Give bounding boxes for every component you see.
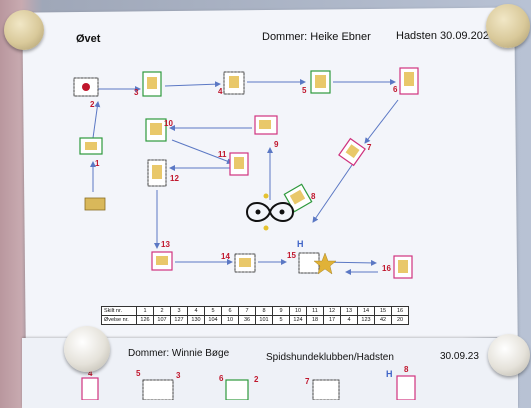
sign-number: 2 xyxy=(90,100,95,109)
row-label: Øvelse nr. xyxy=(101,315,137,325)
magnet-top-left xyxy=(4,10,44,50)
table-cell: 20 xyxy=(391,315,409,325)
table-cell: 12 xyxy=(323,306,341,316)
table-cell: 36 xyxy=(238,315,256,325)
sign-8-number: 8 xyxy=(311,192,316,201)
sign-4: 4 xyxy=(218,71,245,96)
table-cell: 6 xyxy=(221,306,239,316)
table-cell: 9 xyxy=(272,306,290,316)
table-cell: 11 xyxy=(306,306,324,316)
sign-number: 9 xyxy=(274,140,279,149)
sign-8 xyxy=(283,183,313,213)
sign-12: 12 xyxy=(147,159,179,187)
sign-14: 14 xyxy=(221,252,256,273)
table-cell: 126 xyxy=(136,315,154,325)
magnet-top-right xyxy=(486,4,530,48)
table-cell: 4 xyxy=(187,306,205,316)
svg-text:7: 7 xyxy=(305,377,310,386)
table-cell: 127 xyxy=(170,315,188,325)
table-cell: 4 xyxy=(340,315,358,325)
table-cell: 2 xyxy=(153,306,171,316)
sign-number: 3 xyxy=(134,88,139,97)
sign-15: 15 xyxy=(287,251,337,275)
svg-text:2: 2 xyxy=(254,375,259,384)
sign-6: 6 xyxy=(393,67,419,95)
second-sheet-signs: 4 5 3 6 2 7 8 H xyxy=(81,365,416,400)
sign-number: 6 xyxy=(393,85,398,94)
table-cell: 5 xyxy=(272,315,290,325)
svg-text:6: 6 xyxy=(219,374,224,383)
table-cell: 5 xyxy=(204,306,222,316)
sign-number: 12 xyxy=(170,174,179,183)
sign-number: 11 xyxy=(218,150,227,159)
sign-3: 3 xyxy=(134,71,162,97)
table-cell: 124 xyxy=(289,315,307,325)
place-date: Hadsten 30.09.2023 xyxy=(396,30,496,42)
table-row: Øvelse nr. 126 107 127 130 104 10 36 101… xyxy=(101,315,409,325)
table-row: Skilt nr. 1 2 3 4 5 6 7 8 9 10 11 12 13 … xyxy=(101,306,409,316)
table-cell: 14 xyxy=(357,306,375,316)
svg-text:8: 8 xyxy=(404,365,409,374)
sign-9: 9 xyxy=(254,115,279,149)
sign-number: 5 xyxy=(302,86,307,95)
course-arrows xyxy=(90,79,399,275)
table-cell: 42 xyxy=(374,315,392,325)
table-cell: 13 xyxy=(340,306,358,316)
start-marker: H xyxy=(297,239,304,249)
sign-7-number: 7 xyxy=(367,143,372,152)
table-cell: 130 xyxy=(187,315,205,325)
row-label: Skilt nr. xyxy=(101,306,137,316)
svg-text:H: H xyxy=(386,369,393,379)
sign-11: 11 xyxy=(218,150,249,176)
score-table: Skilt nr. 1 2 3 4 5 6 7 8 9 10 11 12 13 … xyxy=(101,306,409,325)
sign-number: 4 xyxy=(218,87,223,96)
sign-number: 1 xyxy=(95,159,100,168)
level-heading: Øvet xyxy=(76,33,101,45)
table-cell: 18 xyxy=(306,315,324,325)
sign-10: 10 xyxy=(145,118,173,142)
judge-name: Dommer: Heike Ebner xyxy=(262,31,371,43)
table-cell: 8 xyxy=(255,306,273,316)
magnet-bottom-left xyxy=(64,326,110,372)
sign-13: 13 xyxy=(151,240,173,271)
sign-number: 16 xyxy=(382,264,391,273)
table-cell: 123 xyxy=(357,315,375,325)
table-cell: 107 xyxy=(153,315,171,325)
sign-number: 13 xyxy=(161,240,170,249)
table-cell: 3 xyxy=(170,306,188,316)
magnet-bottom-right xyxy=(488,334,530,376)
table-cell: 16 xyxy=(391,306,409,316)
table-cell: 10 xyxy=(289,306,307,316)
sign-7 xyxy=(338,137,366,167)
start-cone-icon xyxy=(84,197,106,211)
sign-number: 15 xyxy=(287,251,296,260)
figure-eight-icon xyxy=(245,193,295,231)
second-club-name: Spidshundeklubben/Hadsten xyxy=(266,352,394,363)
sign-number: 14 xyxy=(221,252,230,261)
second-date: 30.09.23 xyxy=(440,351,479,362)
svg-text:4: 4 xyxy=(88,369,93,378)
svg-text:3: 3 xyxy=(176,371,181,380)
sign-1: 1 xyxy=(79,137,103,168)
sign-2: 2 xyxy=(73,77,99,109)
sign-16: 16 xyxy=(382,255,413,279)
table-cell: 17 xyxy=(323,315,341,325)
table-cell: 15 xyxy=(374,306,392,316)
sign-number: 10 xyxy=(164,119,173,128)
table-cell: 7 xyxy=(238,306,256,316)
svg-text:5: 5 xyxy=(136,369,141,378)
table-cell: 101 xyxy=(255,315,273,325)
table-cell: 1 xyxy=(136,306,154,316)
table-cell: 10 xyxy=(221,315,239,325)
sign-5: 5 xyxy=(302,70,331,95)
second-judge-name: Dommer: Winnie Bøge xyxy=(128,348,230,359)
table-cell: 104 xyxy=(204,315,222,325)
